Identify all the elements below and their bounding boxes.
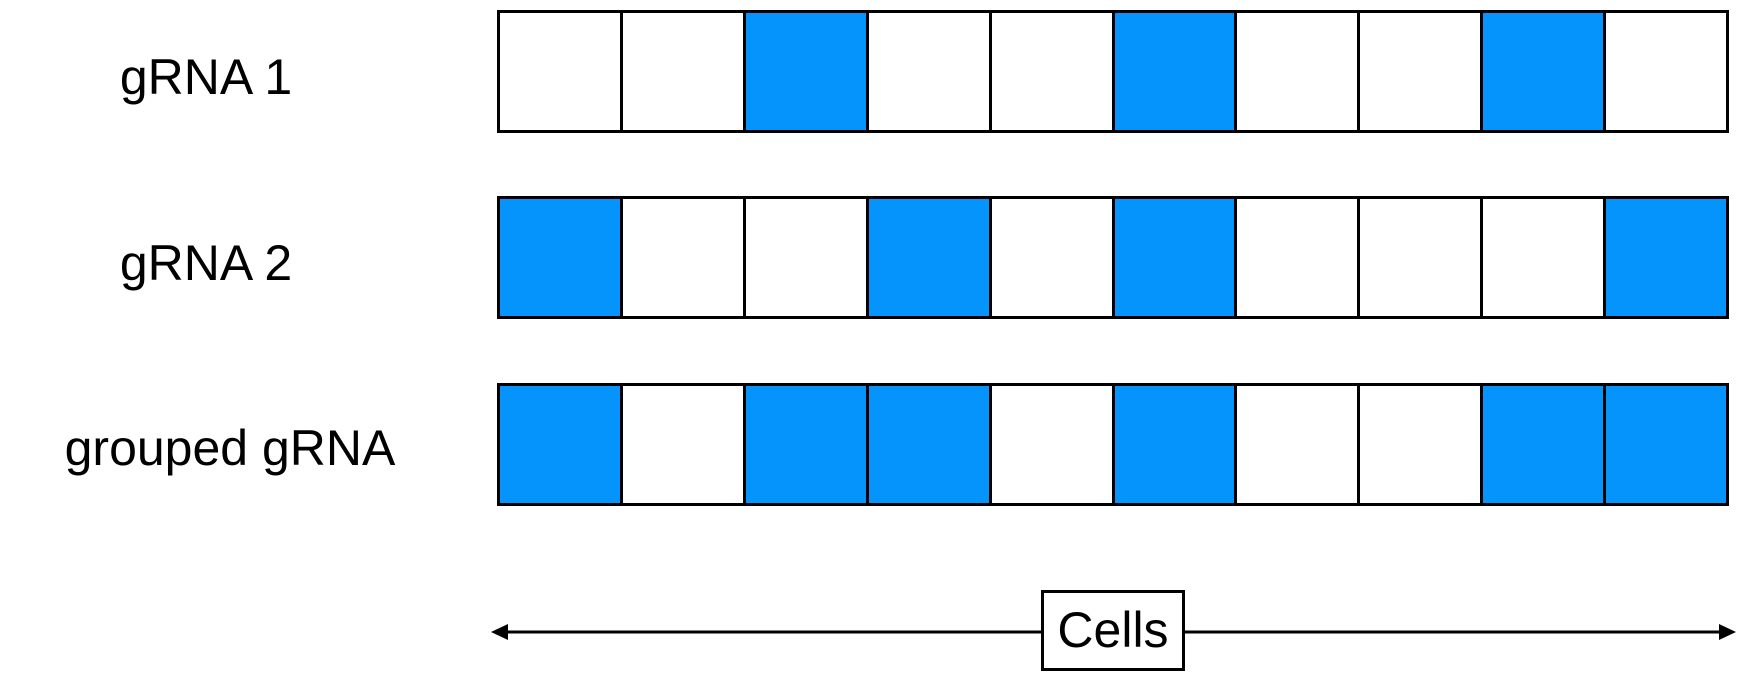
cell-empty (622, 199, 746, 316)
cell-highlighted (1114, 386, 1238, 503)
cell-empty (1360, 199, 1484, 316)
cell-highlighted (1483, 386, 1607, 503)
cell-highlighted (1606, 386, 1727, 503)
cell-empty (868, 13, 992, 130)
cell-highlighted (500, 199, 623, 316)
cell-empty (745, 199, 869, 316)
cell-highlighted (1483, 13, 1607, 130)
cell-highlighted (1114, 13, 1238, 130)
cell-highlighted (1606, 199, 1727, 316)
cell-empty (1360, 13, 1484, 130)
cell-highlighted (868, 386, 992, 503)
axis-label-cells: Cells (1041, 590, 1185, 671)
arrow-left-icon (491, 624, 508, 640)
cell-row-grouped-grna (497, 383, 1729, 506)
cell-empty (1360, 386, 1484, 503)
cell-highlighted (868, 199, 992, 316)
cell-empty (991, 13, 1115, 130)
cell-highlighted (745, 386, 869, 503)
cell-empty (991, 386, 1115, 503)
cell-empty (1237, 386, 1361, 503)
cell-empty (1606, 13, 1727, 130)
row-label-grna-1: gRNA 1 (119, 49, 293, 105)
cell-row-grna-1 (497, 10, 1729, 133)
cell-empty (1237, 199, 1361, 316)
cell-empty (622, 13, 746, 130)
row-label-grna-2: gRNA 2 (119, 235, 293, 291)
cell-empty (500, 13, 623, 130)
cell-row-grna-2 (497, 196, 1729, 319)
cell-highlighted (500, 386, 623, 503)
cell-empty (622, 386, 746, 503)
row-label-grouped-grna: grouped gRNA (64, 420, 396, 476)
cell-empty (1237, 13, 1361, 130)
arrow-right-icon (1719, 624, 1736, 640)
cell-empty (1483, 199, 1607, 316)
cell-empty (991, 199, 1115, 316)
cell-highlighted (1114, 199, 1238, 316)
cell-highlighted (745, 13, 869, 130)
